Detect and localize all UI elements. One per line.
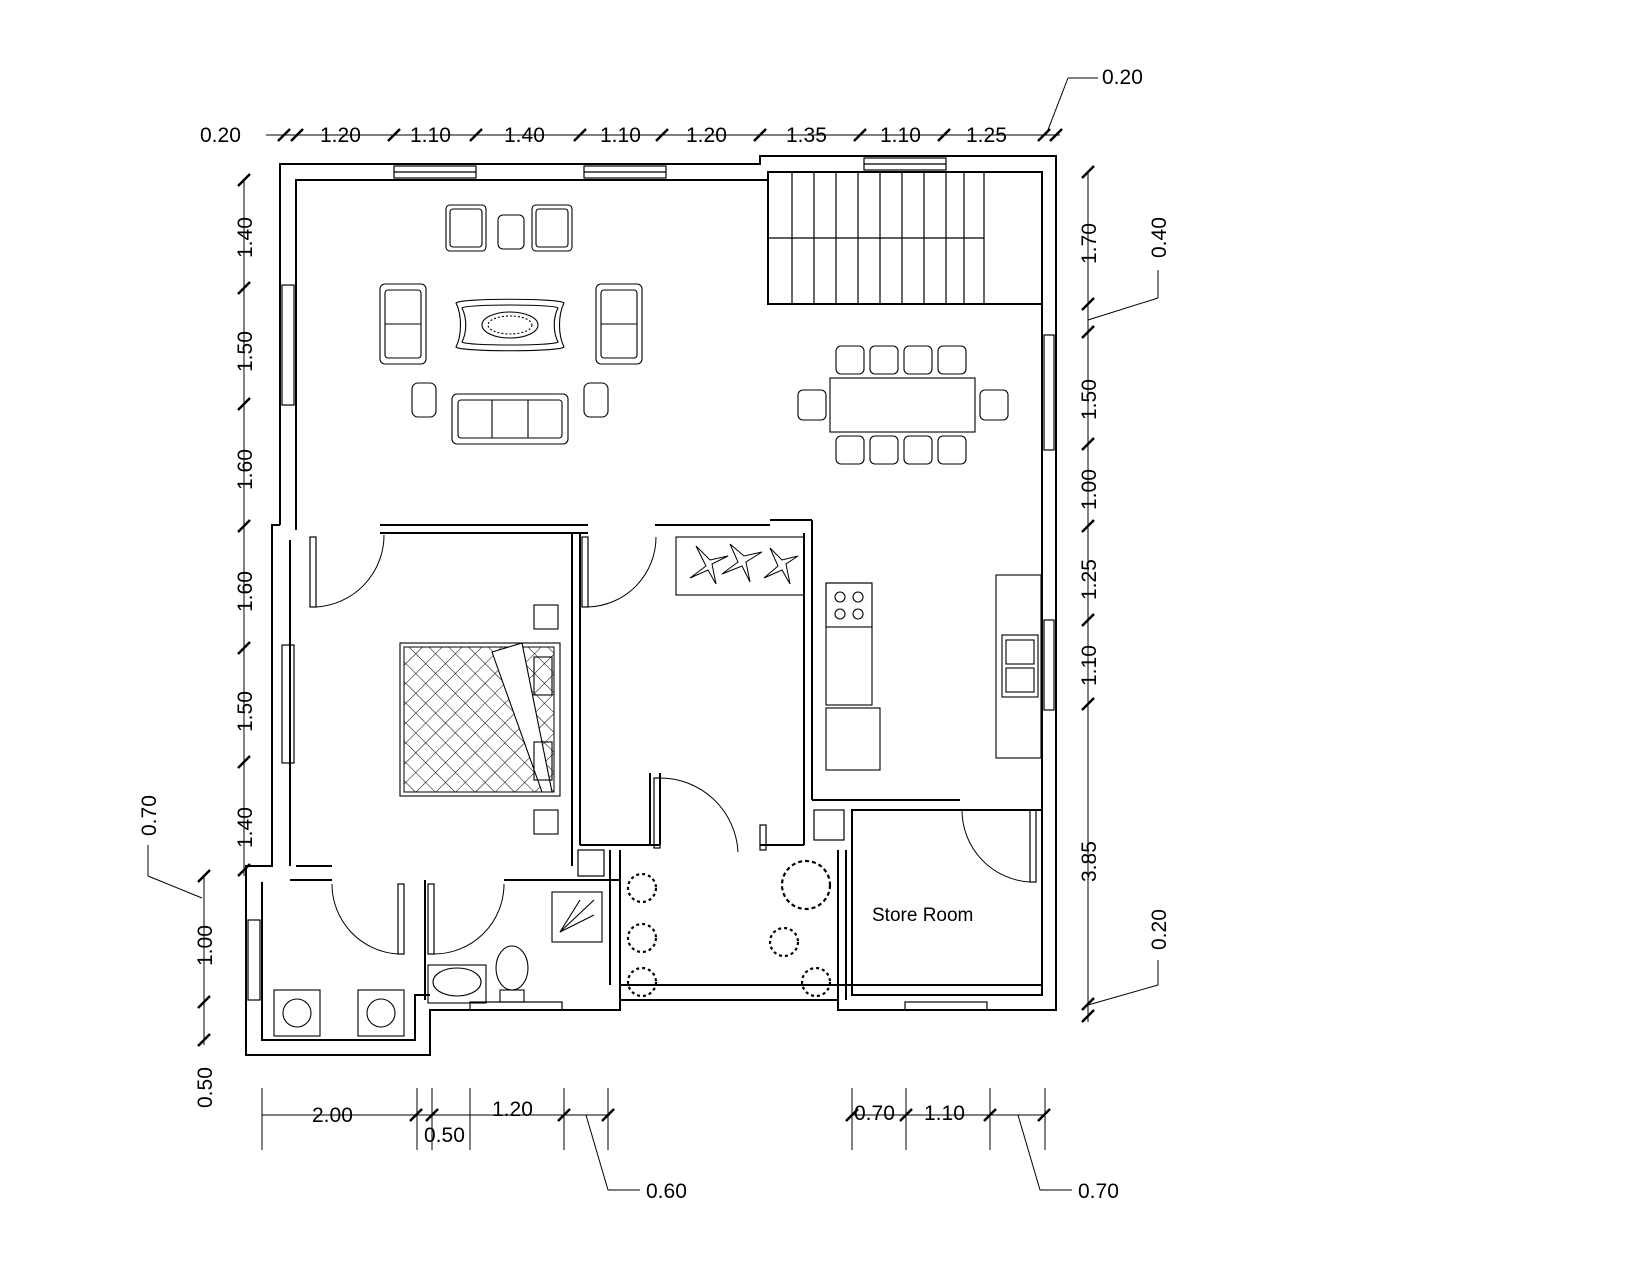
dim-bottom-callout-left: 0.60 (646, 1180, 687, 1203)
windows (247, 157, 1055, 1011)
dimension-lines (147, 77, 1159, 1191)
bathroom-fixtures (427, 891, 603, 1004)
dim-left-5: 1.50 (234, 691, 257, 732)
dimension-labels-left: 1.40 1.50 1.60 1.60 1.50 1.40 0.70 1.00 … (138, 217, 257, 1108)
dim-top-5: 1.10 (600, 124, 641, 147)
dim-top-4: 1.40 (504, 124, 545, 147)
dim-left-6: 1.40 (234, 807, 257, 848)
dim-left-lower-2: 0.50 (194, 1067, 217, 1108)
dim-bottom-4: 0.70 (854, 1102, 895, 1125)
dim-top-7: 1.35 (786, 124, 827, 147)
dim-right-6: 3.85 (1078, 841, 1101, 882)
kitchen-fixtures (825, 574, 1042, 771)
stairs (768, 172, 985, 304)
dimension-ticks (197, 128, 1095, 1122)
dim-right-callout-2: 0.20 (1148, 909, 1171, 950)
dim-right-1: 1.70 (1078, 223, 1101, 264)
dim-bottom-3: 1.20 (492, 1098, 533, 1121)
dim-right-5: 1.10 (1078, 645, 1101, 686)
dim-left-3: 1.60 (234, 449, 257, 490)
dim-right-3: 1.00 (1078, 469, 1101, 510)
dim-bottom-5: 1.10 (924, 1102, 965, 1125)
dim-top-8: 1.10 (880, 124, 921, 147)
dimension-labels-top: 0.20 1.20 1.10 1.40 1.10 1.20 1.35 1.10 … (200, 66, 1143, 147)
store-room-label: Store Room (872, 905, 973, 926)
dim-left-2: 1.50 (234, 331, 257, 372)
doors (309, 534, 1037, 955)
dim-top-3: 1.10 (410, 124, 451, 147)
laundry-fixtures (273, 989, 405, 1037)
bedroom-furniture (399, 604, 561, 835)
dim-left-lower-1: 1.00 (194, 925, 217, 966)
dim-top-6: 1.20 (686, 124, 727, 147)
dim-bottom-1: 2.00 (312, 1104, 353, 1127)
garden-plants (626, 859, 832, 998)
dim-bottom-callout-right: 0.70 (1078, 1180, 1119, 1203)
dim-left-callout: 0.70 (138, 795, 161, 836)
dim-bottom-2: 0.50 (424, 1124, 465, 1147)
dim-top-callout: 0.20 (1102, 66, 1143, 89)
dimension-labels-right: 1.70 1.50 1.00 1.25 1.10 3.85 0.40 0.20 (1078, 217, 1171, 950)
dim-right-callout-1: 0.40 (1148, 217, 1171, 258)
dim-right-4: 1.25 (1078, 559, 1101, 600)
living-room-furniture (379, 204, 643, 445)
dim-right-2: 1.50 (1078, 379, 1101, 420)
dim-top-1: 0.20 (200, 124, 241, 147)
dim-left-4: 1.60 (234, 571, 257, 612)
dim-top-2: 1.20 (320, 124, 361, 147)
dining-table (797, 345, 1009, 465)
dim-top-9: 1.25 (966, 124, 1007, 147)
dim-left-1: 1.40 (234, 217, 257, 258)
planter (675, 536, 805, 596)
dimension-labels-bottom: 2.00 0.50 1.20 0.60 0.70 1.10 0.70 (312, 1098, 1119, 1203)
